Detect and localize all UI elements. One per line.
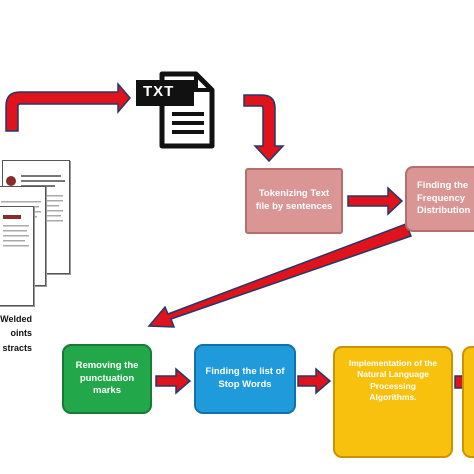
- arrow-frequency-to-punctuation: [147, 223, 412, 328]
- node-label-line: file by sentences: [255, 201, 333, 212]
- node-label-line: punctuation: [79, 372, 135, 384]
- caption-line: Welded: [0, 314, 32, 324]
- caption-line: oints: [10, 328, 33, 339]
- node-tokenize-text: Tokenizing Text file by sentences: [245, 168, 343, 234]
- node-label-line: Natural Language: [357, 369, 429, 380]
- abstracts-caption: Welded oints stracts: [0, 312, 32, 355]
- node-label-line: Tokenizing Text: [258, 188, 330, 200]
- node-stop-words: Finding the list of Stop Words: [194, 344, 296, 414]
- node-label-line: Algorithms.: [369, 392, 417, 403]
- node-label-line: Implementation of the: [348, 358, 438, 368]
- document-text-lines-front: [3, 215, 29, 247]
- txt-file-icon: [136, 71, 215, 149]
- node-remove-punctuation: Removing the punctuation marks: [62, 344, 152, 414]
- node-label-line: marks: [93, 385, 121, 397]
- node-nlp-algorithms: Implementation of the Natural Language P…: [333, 346, 453, 458]
- node-label-line: Distribution: [417, 205, 471, 217]
- node-label-line: Finding the list of: [205, 366, 285, 378]
- node-frequency-distribution: Finding the Frequency Distribution: [405, 166, 474, 232]
- txt-file-label: TXT: [143, 83, 175, 100]
- document-page-front: [0, 206, 34, 306]
- node-label-line: Finding the: [417, 179, 469, 191]
- arrow-tokenize-to-frequency: [347, 186, 404, 216]
- node-label-line: Processing: [370, 380, 416, 391]
- arrow-stopwords-to-nlp: [297, 367, 332, 395]
- arrow-docs-to-txt: [5, 81, 131, 132]
- node-label-line: Frequency: [417, 192, 466, 204]
- node-label-line: Removing the: [75, 359, 139, 371]
- arrow-punctuation-to-stopwords: [155, 367, 192, 395]
- arrow-txt-to-tokenize: [243, 94, 285, 163]
- node-label-line: Stop Words: [218, 379, 272, 390]
- caption-line: stracts: [2, 342, 32, 353]
- node-next-step-partial: [462, 346, 474, 458]
